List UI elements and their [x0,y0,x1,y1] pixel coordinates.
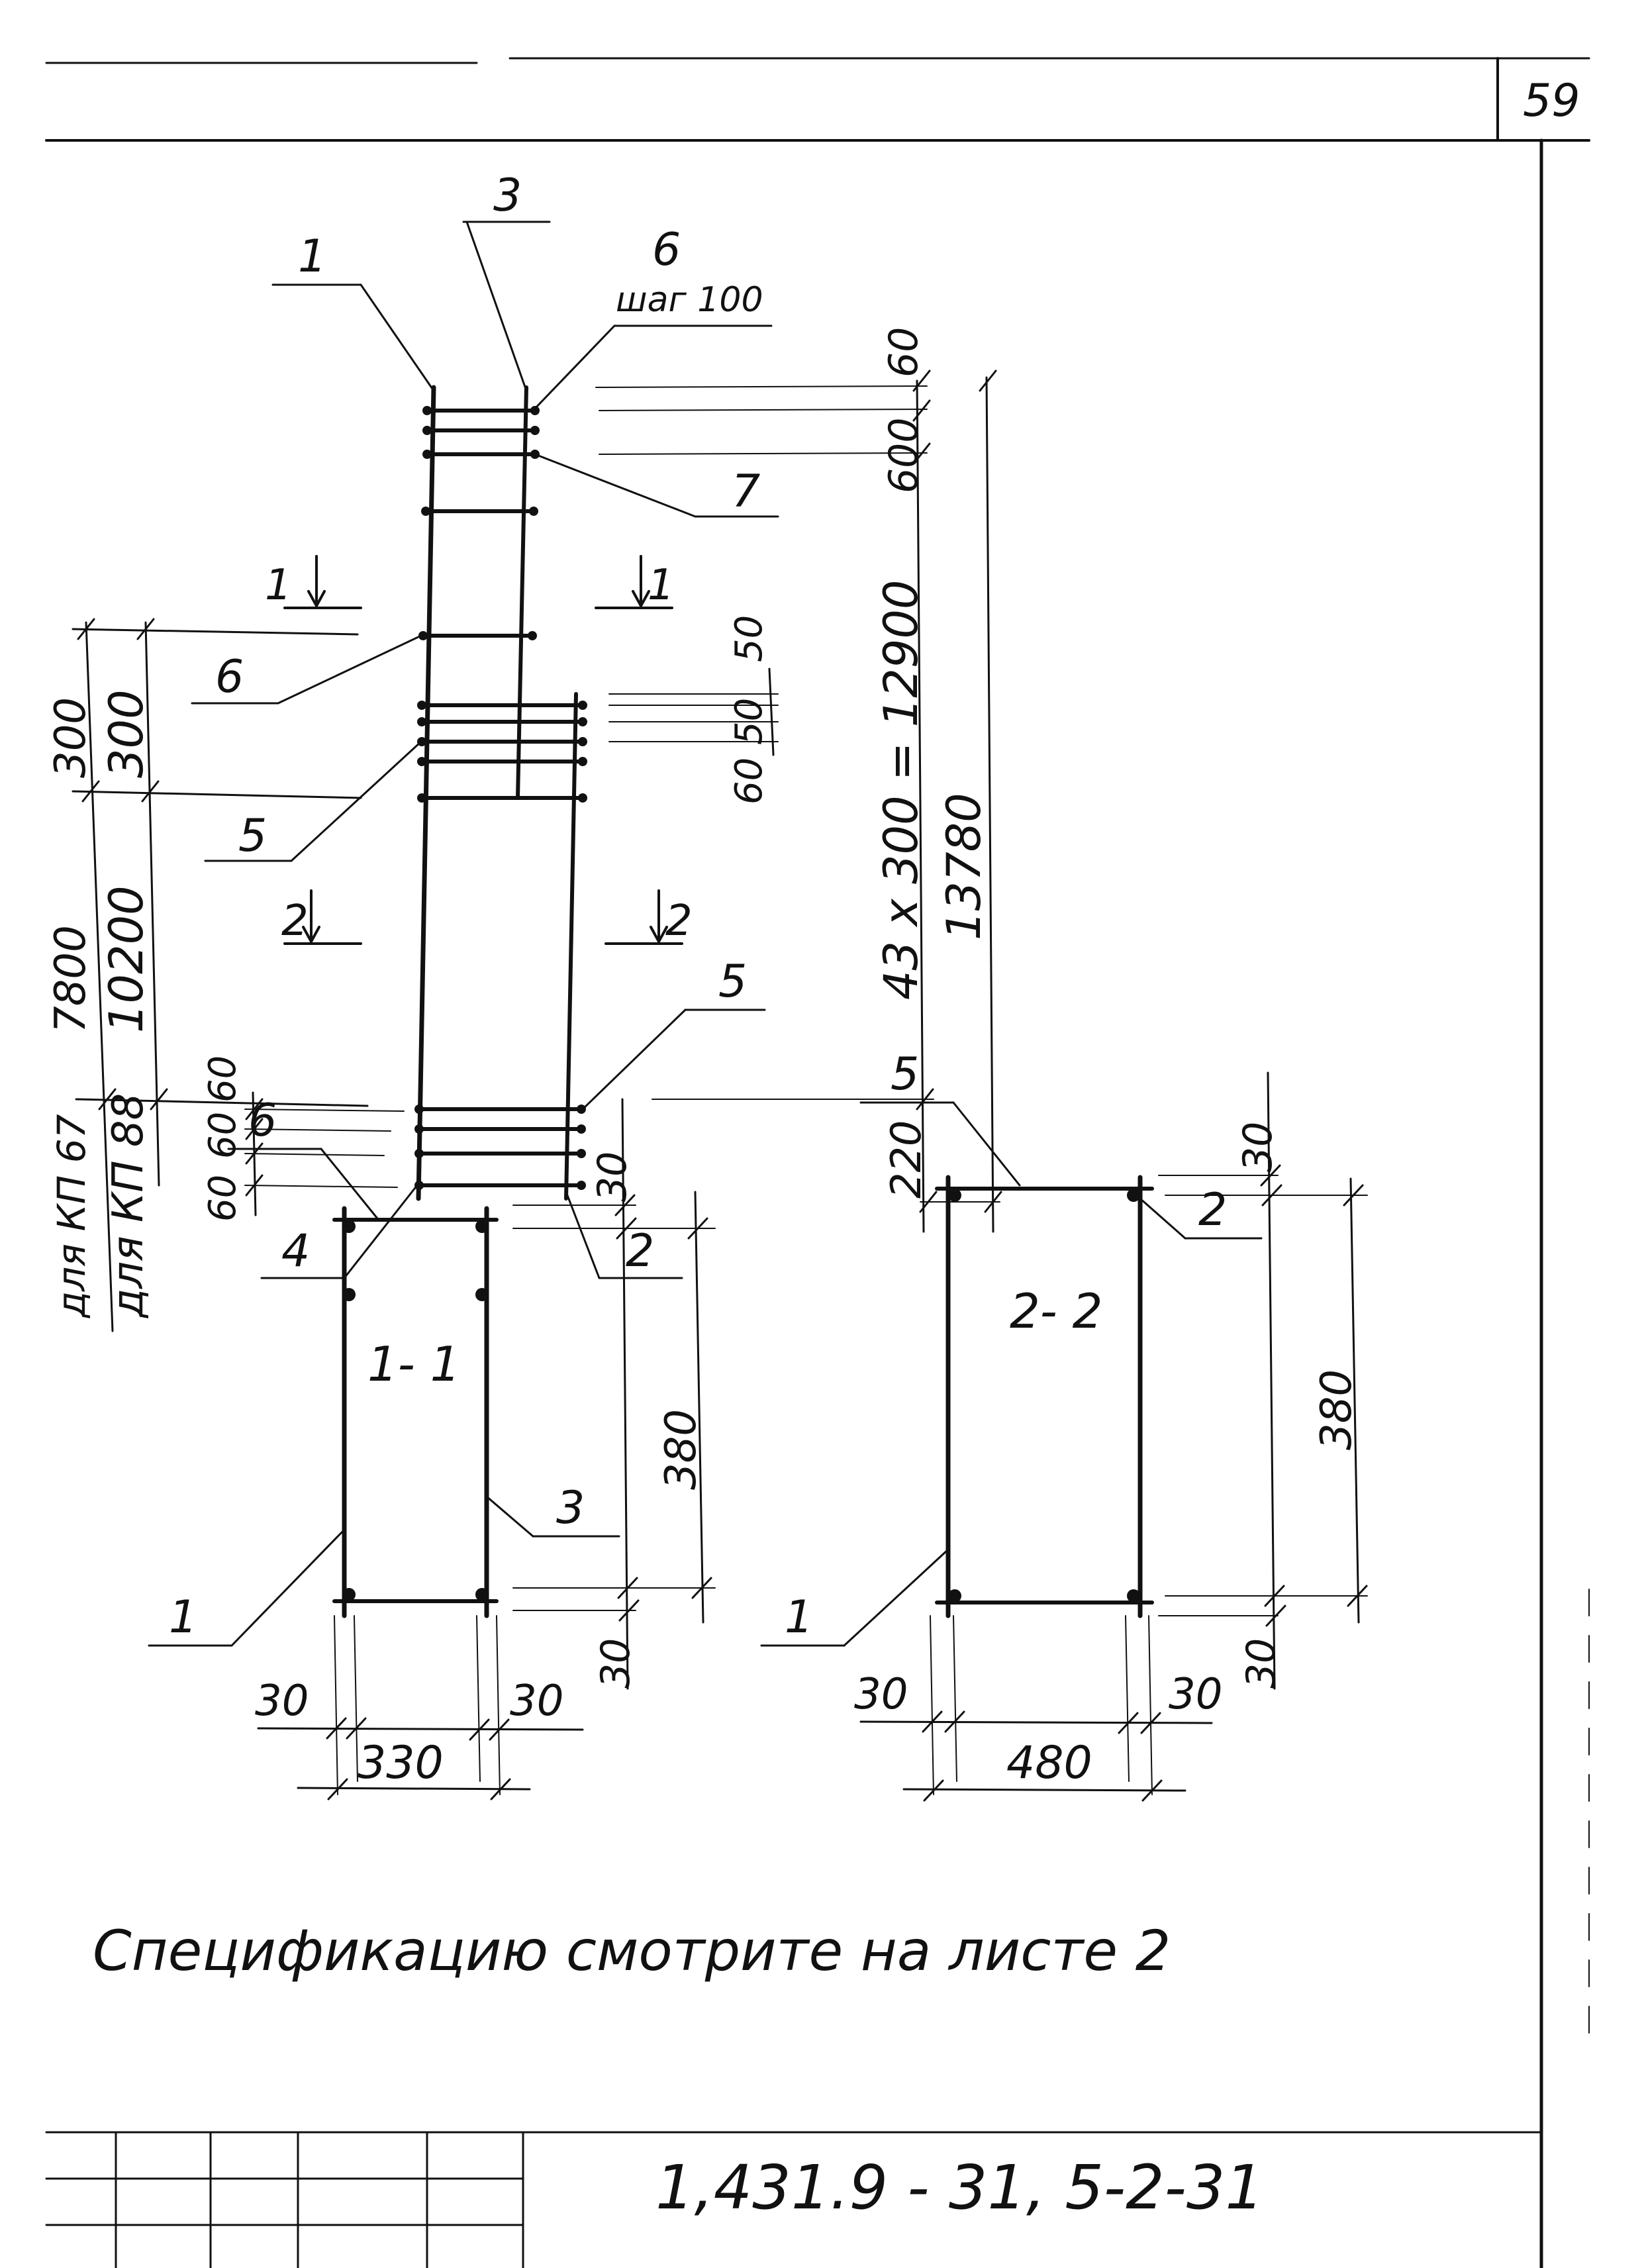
bar-6-mid-label: 6 [215,651,244,703]
section-2-2 [760,1071,1368,1802]
specification-note: Спецификацию смотрите на листе 2 [93,1918,1171,1983]
section-2-2-bar-5-label: 5 [891,1048,919,1101]
section-1-1-bar-6-label: 6 [248,1095,277,1147]
step-note: шаг 100 [616,280,763,320]
section-2-2-dim-width: 480 [1006,1737,1092,1789]
section-1-1-dim-width: 330 [358,1737,444,1789]
bar-2-label: 2 [626,1225,654,1277]
elevation-leaders [191,221,779,1279]
dim-chain-12900: 43 x 300 = 12900 [874,580,928,1000]
dim-600: 600 [881,417,927,493]
dim-50-b: 50 [728,615,771,662]
section-1-1-dim-bottom: 30 [593,1638,639,1689]
bar-2-line [564,692,578,1201]
section-1-1-dim-left: 30 [255,1677,309,1726]
label-kp88: для КП 88 [104,1093,153,1318]
bar-1-line [416,385,436,1201]
label-kp67-clipped: для КП 67 [49,1114,94,1318]
section-1-1-dim-right: 30 [510,1677,563,1726]
dim-300-clipped: 300 [46,697,95,778]
bar-4-label: 4 [281,1225,310,1277]
section-2-2-dim-right: 30 [1169,1670,1222,1719]
bar-5-upper-label: 5 [238,810,267,862]
sheet-frame [45,57,1590,2268]
section-2-2-title: 2- 2 [1010,1283,1102,1339]
section-1-1 [148,1098,716,1800]
bar-6-top-label: 6 [652,224,681,276]
dim-60-a: 60 [201,1175,244,1222]
section-mark-2-right: 2 [665,897,693,946]
section-2-2-bar-1-label: 1 [785,1591,813,1644]
page-number: 59 [1523,75,1580,127]
dim-10200: 10200 [99,885,154,1033]
bar-1-label: 1 [298,230,326,283]
dim-60-b: 60 [201,1112,244,1159]
left-dimension-chain [72,618,405,1332]
section-2-2-dim-bottom: 30 [1238,1638,1284,1689]
dim-13780: 13780 [937,793,991,940]
dim-60-top: 60 [881,327,927,377]
section-1-1-dim-top: 30 [589,1152,636,1202]
right-dimension-chain [595,370,1002,1233]
dim-220: 220 [882,1120,930,1199]
section-1-1-bar-1-label: 1 [169,1591,197,1644]
section-2-2-bar-2-label: 2 [1198,1184,1227,1236]
section-1-1-title: 1- 1 [367,1336,460,1392]
section-1-1-dim-height: 380 [657,1409,706,1490]
section-mark-2-left: 2 [281,897,309,946]
dim-50-a: 50 [728,698,771,745]
document-code: 1,431.9 - 31, 5-2-31 [655,2152,1264,2223]
bar-3-line [516,385,528,800]
section-2-2-dim-top: 30 [1235,1122,1281,1172]
dim-60-c: 60 [201,1056,244,1103]
cage-elevation [414,385,587,1201]
section-2-2-dim-height: 380 [1312,1369,1361,1450]
section-cut-marks [283,555,683,945]
dim-7800-clipped: 7800 [46,925,95,1033]
dim-300: 300 [99,689,154,778]
section-1-1-bar-3-label: 3 [556,1482,585,1534]
section-2-2-dim-left: 30 [854,1670,908,1719]
section-mark-1-left: 1 [265,561,292,610]
bar-5-lower-label: 5 [718,956,747,1008]
bar-3-label: 3 [493,170,522,222]
section-mark-1-right: 1 [648,561,675,610]
dim-60-mid: 60 [728,758,771,805]
bar-7-label: 7 [732,466,760,518]
